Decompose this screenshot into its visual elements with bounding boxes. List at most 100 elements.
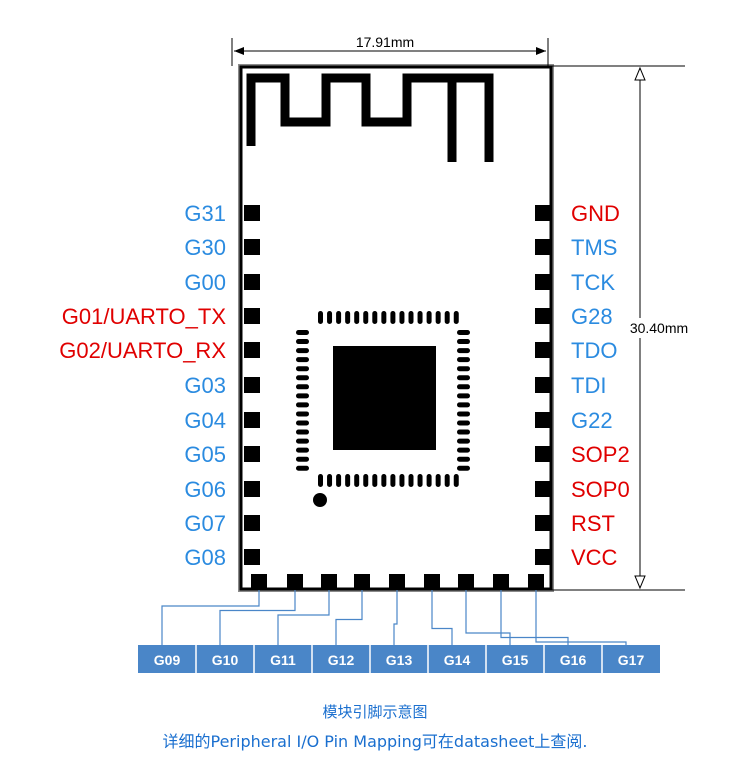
left-pin-label: G05 — [184, 442, 226, 467]
bottom-leader-line — [219, 590, 296, 645]
bottom-pin-label: G13 — [386, 652, 413, 668]
right-pad — [535, 515, 551, 531]
chip-pin — [296, 393, 309, 399]
bottom-leader-line — [431, 590, 453, 645]
chip-pins-bottom — [318, 474, 459, 487]
width-arrow-left — [234, 47, 244, 55]
bottom-pin-label: G16 — [560, 652, 587, 668]
height-dimension: 30.40mm — [552, 65, 700, 591]
chip-pin — [457, 384, 470, 390]
chip-pin — [435, 311, 441, 324]
chip-pin — [318, 311, 323, 324]
chip-pin — [457, 366, 470, 372]
right-pad — [535, 239, 551, 255]
left-pin-label: G04 — [184, 408, 226, 433]
chip-pin — [296, 330, 309, 335]
left-pin-labels: G31G30G00G01/UARTO_TXG02/UARTO_RXG03G04G… — [59, 201, 226, 570]
chip-pin — [345, 311, 351, 324]
bottom-leader-line — [535, 590, 627, 645]
chip-pin — [453, 311, 459, 324]
chip-pins-right — [457, 330, 470, 471]
chip-pin — [457, 456, 470, 462]
chip-pin — [457, 411, 470, 417]
chip-pin — [390, 311, 396, 324]
left-pads — [244, 205, 260, 565]
bottom-pin-label: G09 — [154, 652, 181, 668]
height-arrow-top — [634, 66, 646, 81]
bottom-leader-line — [465, 590, 511, 645]
right-pin-label: VCC — [571, 545, 618, 570]
chip-pin — [296, 447, 309, 453]
chip-pin — [399, 311, 405, 324]
pin1-marker-dot — [313, 493, 327, 507]
chip-pin — [296, 357, 309, 363]
chip-pin — [354, 311, 360, 324]
bottom-pin-label: G17 — [618, 652, 645, 668]
right-pin-label: SOP2 — [571, 442, 630, 467]
right-pad — [535, 308, 551, 324]
left-pin-label: G02/UARTO_RX — [59, 338, 226, 363]
right-pad — [535, 274, 551, 290]
left-pin-label: G08 — [184, 545, 226, 570]
left-pad — [244, 274, 260, 290]
chip-pin — [399, 474, 405, 487]
antenna-trace — [246, 73, 494, 162]
left-pad — [244, 549, 260, 565]
bottom-leader-line — [335, 590, 363, 645]
chip-pin — [296, 411, 309, 417]
bottom-pads — [251, 574, 544, 590]
chip-pin — [296, 420, 309, 426]
chip-pin — [336, 474, 342, 487]
bottom-pad — [321, 574, 337, 590]
bottom-pad — [287, 574, 303, 590]
chip-pin — [457, 330, 470, 335]
chip-pin — [296, 375, 309, 381]
bottom-pad — [528, 574, 544, 590]
bottom-pin-label: G11 — [270, 652, 296, 668]
chip-pin — [457, 348, 470, 354]
chip-pin — [381, 474, 387, 487]
chip-pin — [457, 429, 470, 435]
chip-pin — [457, 357, 470, 363]
left-pin-label: G01/UARTO_TX — [62, 304, 227, 329]
chip-pin — [408, 474, 414, 487]
bottom-leader-line — [277, 590, 330, 645]
module-board-outline — [239, 65, 553, 591]
right-pin-label: TDO — [571, 338, 617, 363]
right-pads — [535, 205, 551, 565]
chip-pin — [426, 474, 432, 487]
bottom-leader-line — [500, 590, 569, 645]
right-pin-label: G28 — [571, 304, 613, 329]
left-pad — [244, 239, 260, 255]
bottom-bar-bg — [138, 645, 660, 673]
chip-pin — [336, 311, 342, 324]
chip-pin — [296, 348, 309, 354]
width-arrow-right — [536, 47, 546, 55]
right-pad — [535, 205, 551, 221]
right-pad — [535, 412, 551, 428]
chip-pin — [457, 465, 470, 471]
chip-pin — [457, 438, 470, 444]
left-pad — [244, 342, 260, 358]
chip-pin — [417, 311, 423, 324]
chip-pin — [318, 474, 323, 487]
right-pin-label: GND — [571, 201, 620, 226]
chip-pin — [363, 474, 369, 487]
bottom-pad — [424, 574, 440, 590]
bottom-pad — [389, 574, 405, 590]
height-label-bg — [620, 318, 700, 338]
chip-pins-left — [296, 330, 309, 471]
chip-pin — [296, 456, 309, 462]
right-pad — [535, 549, 551, 565]
chip-pin — [435, 474, 441, 487]
right-pin-label: TDI — [571, 373, 606, 398]
height-arrow-bottom — [634, 575, 646, 590]
chip-pin — [354, 474, 360, 487]
chip-pin — [296, 402, 309, 408]
width-dimension: 17.91mm — [231, 34, 549, 66]
chip-pin — [408, 311, 414, 324]
chip-pin — [327, 474, 333, 487]
chip-pin — [372, 311, 378, 324]
bottom-pin-label: G12 — [328, 652, 355, 668]
